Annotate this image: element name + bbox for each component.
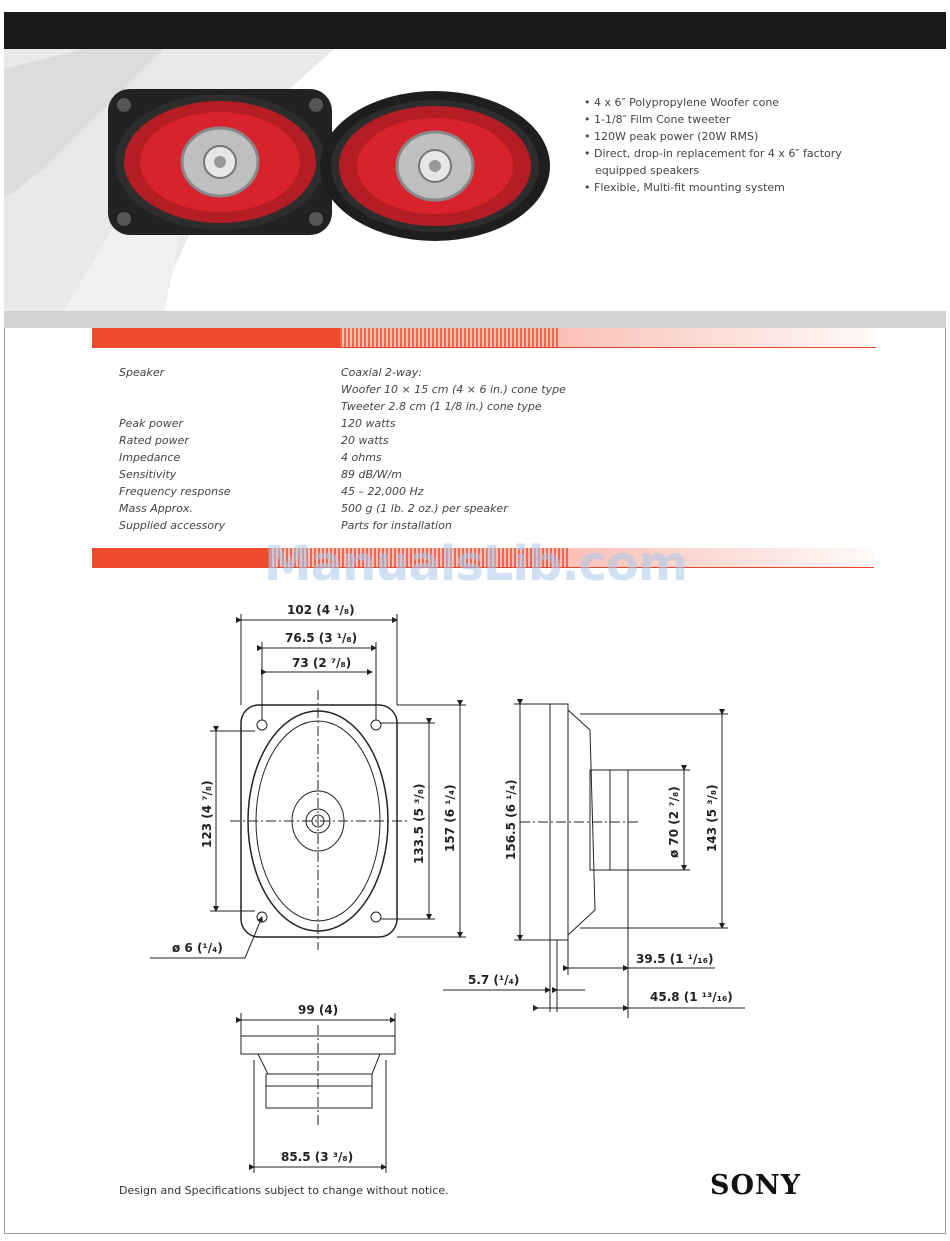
feature-item: 1-1/8″ Film Cone tweeter [584,111,844,128]
dim-label: 99 (4) [298,1003,338,1017]
dim-label: 102 (4 ¹/₈) [287,603,355,617]
dim-label: 157 (6 ¹/₄) [443,784,457,852]
spec-label [119,398,341,415]
top-bar [4,12,946,49]
spec-label: Frequency response [119,485,231,498]
spec-row: Tweeter 2.8 cm (1 1/8 in.) cone type [119,398,641,415]
brand-logo: SONY [710,1170,801,1201]
spec-value: 120 watts [341,417,396,430]
spec-label: Impedance [119,451,181,464]
spec-label: Speaker [119,366,165,379]
speaker-left [108,89,332,235]
dim-label: 123 (4 ⁷/₈) [200,780,214,848]
spec-label: Sensitivity [119,468,177,481]
spec-value: 45 – 22,000 Hz [341,485,424,498]
spec-value: 20 watts [341,434,389,447]
dim-label: ø 70 (2 ⁷/₈) [667,786,681,858]
feature-list: 4 x 6″ Polypropylene Woofer cone 1-1/8″ … [584,94,844,196]
spec-value: Woofer 10 × 15 cm (4 × 6 in.) cone type [341,383,566,396]
dim-label: 85.5 (3 ³/₈) [281,1150,353,1164]
spec-row: Speaker Coaxial 2-way: [119,364,641,381]
dim-label: 156.5 (6 ¹/₄) [504,779,518,860]
spec-value: 500 g (1 lb. 2 oz.) per speaker [341,502,508,515]
dim-label: ø 6 (¹/₄) [172,941,223,955]
dim-label: 5.7 (¹/₄) [468,973,519,987]
dimensions-header-bar [92,548,874,568]
watermark-text: ManualsLib.com [264,536,688,592]
footer-disclaimer: Design and Specifications subject to cha… [119,1184,449,1197]
hero-banner [4,49,946,311]
specifications-table: Speaker Coaxial 2-way: Woofer 10 × 15 cm … [119,364,641,534]
spec-row: Frequency response 45 – 22,000 Hz [119,483,641,500]
spec-row: Rated power 20 watts [119,432,641,449]
spec-row: Woofer 10 × 15 cm (4 × 6 in.) cone type [119,381,641,398]
feature-item: Flexible, Multi-fit mounting system [584,179,844,196]
gray-divider-band [4,311,946,328]
dim-label: 143 (5 ³/₈) [705,784,719,852]
spec-value: Parts for installation [341,519,452,532]
dim-label: 133.5 (5 ³/₈) [412,783,426,864]
spec-value: Tweeter 2.8 cm (1 1/8 in.) cone type [341,400,542,413]
dim-label: 45.8 (1 ¹³/₁₆) [650,990,733,1004]
spec-row: Impedance 4 ohms [119,449,641,466]
spec-label: Supplied accessory [119,519,226,532]
spec-row: Sensitivity 89 dB/W/m [119,466,641,483]
dim-label: 39.5 (1 ¹/₁₆) [636,952,713,966]
spec-row: Supplied accessory Parts for installation [119,517,641,534]
spec-label: Rated power [119,434,189,447]
feature-item: 120W peak power (20W RMS) [584,128,844,145]
spec-label: Mass Approx. [119,502,193,515]
speaker-right [320,91,550,241]
dim-label: 73 (2 ⁷/₈) [292,656,351,670]
spec-row: Peak power 120 watts [119,415,641,432]
dimension-drawing: 102 (4 ¹/₈) 76.5 (3 ¹/₈) 73 (2 ⁷/₈) 123 … [150,603,745,1173]
feature-item: 4 x 6″ Polypropylene Woofer cone [584,94,844,111]
spec-value: 4 ohms [341,451,382,464]
spec-label: Peak power [119,417,184,430]
speaker-product-image [4,49,550,311]
spec-row: Mass Approx. 500 g (1 lb. 2 oz.) per spea… [119,500,641,517]
feature-item: Direct, drop-in replacement for 4 x 6″ f… [584,145,844,179]
spec-value: 89 dB/W/m [341,468,403,481]
spec-value: Coaxial 2-way: [341,366,422,379]
spec-label [119,381,341,398]
dim-label: 76.5 (3 ¹/₈) [285,631,357,645]
specs-header-bar [92,328,876,348]
